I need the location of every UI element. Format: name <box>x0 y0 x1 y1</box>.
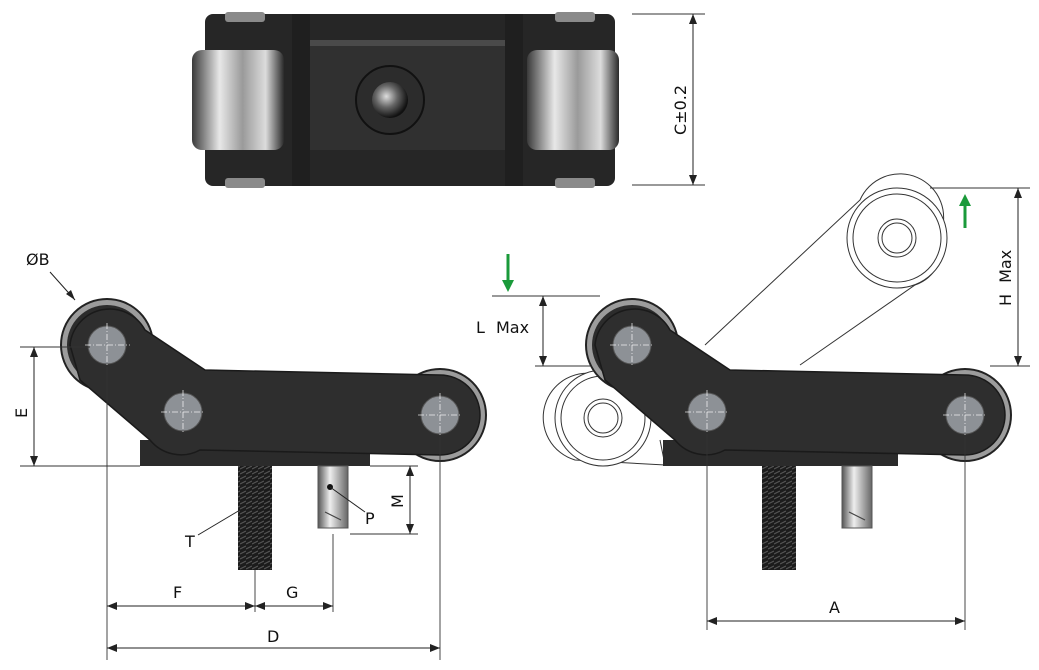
left-side-view <box>60 298 487 570</box>
dim-p: P <box>329 486 375 528</box>
top-lip-2 <box>555 12 595 22</box>
left-threaded-bolt <box>238 466 272 570</box>
right-threaded-bolt <box>762 466 796 570</box>
top-left-link-bar <box>292 14 310 186</box>
top-bolt-hole <box>372 82 408 118</box>
label-e: E <box>12 408 31 418</box>
top-lip-4 <box>555 178 595 188</box>
label-t: T <box>184 532 195 551</box>
top-lip-1 <box>225 12 265 22</box>
left-locating-pin <box>317 465 349 529</box>
top-left-roller <box>192 50 284 150</box>
dim-fgd: F G D <box>106 367 441 660</box>
dim-a: A <box>706 434 966 630</box>
top-right-link-bar <box>505 14 523 186</box>
dim-b: ØB <box>26 250 76 301</box>
top-inner-plate-highlight <box>300 40 515 46</box>
dim-c: C±0.2 <box>632 13 705 186</box>
label-g: G <box>286 583 298 602</box>
left-link-plate <box>69 308 481 456</box>
dim-m: M <box>350 465 418 535</box>
dim-t: T <box>184 509 241 551</box>
right-locating-pin <box>841 465 873 529</box>
label-d: D <box>267 627 279 646</box>
label-h-max: H Max <box>996 250 1015 306</box>
label-a: A <box>829 598 840 617</box>
label-f: F <box>173 583 182 602</box>
arrow-down-icon <box>502 280 514 292</box>
label-m: M <box>388 494 407 508</box>
label-c: C±0.2 <box>671 85 690 135</box>
label-l-max: L Max <box>476 318 529 337</box>
label-p: P <box>365 509 375 528</box>
dim-l-max: L Max <box>476 254 600 367</box>
dim-h-max: H Max <box>930 187 1030 367</box>
arrow-up-icon <box>959 194 971 206</box>
top-view <box>192 12 619 188</box>
right-side-view <box>542 173 1012 570</box>
top-right-roller <box>527 50 619 150</box>
top-lip-3 <box>225 178 265 188</box>
dim-e: E <box>12 346 140 467</box>
label-b: ØB <box>26 250 50 269</box>
